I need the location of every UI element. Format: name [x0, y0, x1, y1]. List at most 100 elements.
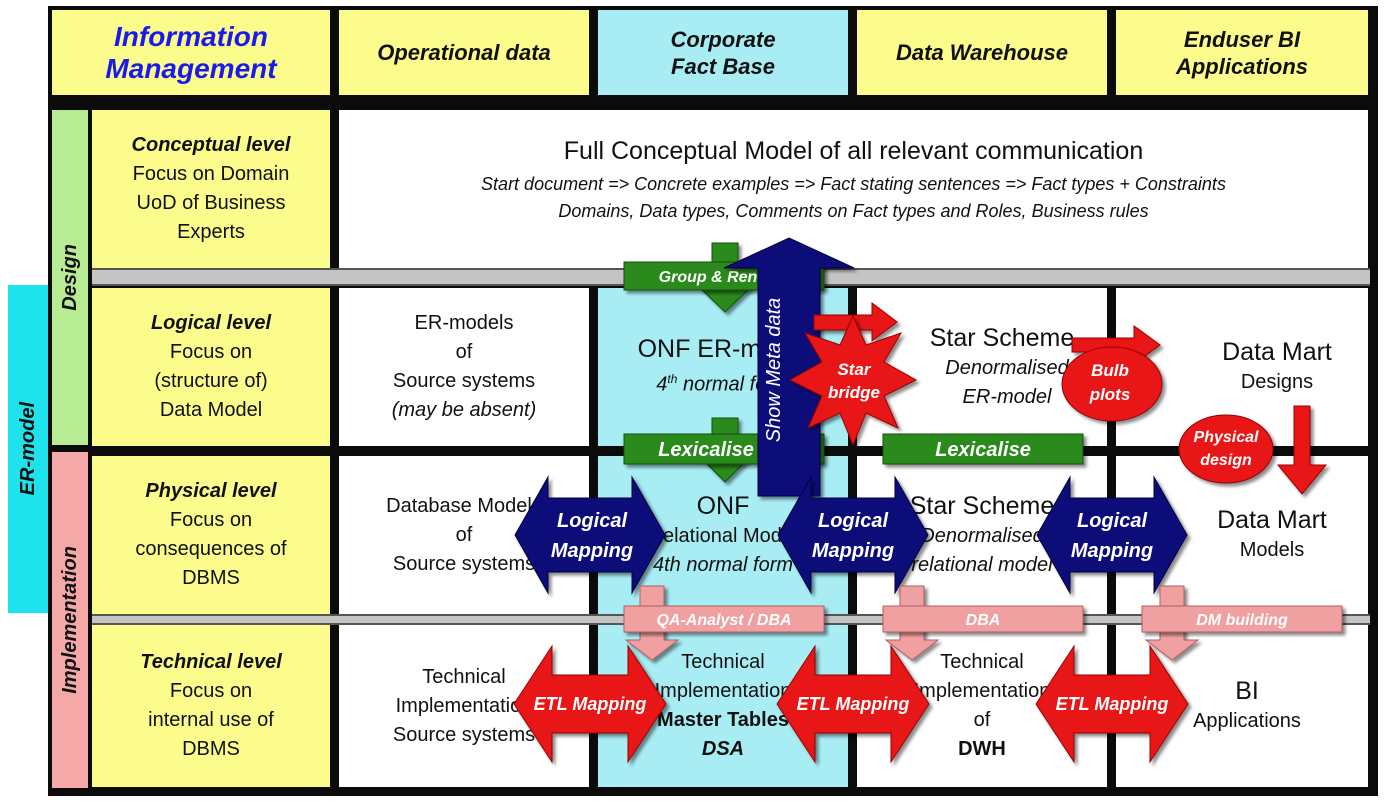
technical-warehouse-line-4: DWH [958, 738, 1006, 760]
logical-enduser-title: Data Mart [1222, 338, 1332, 366]
header-col-enduser-label: Enduser BI Applications [1175, 26, 1308, 79]
technical-level-name: Technical level [140, 651, 282, 673]
header-col-warehouse-label: Data Warehouse [896, 40, 1068, 65]
qa-dba-label: QA-Analyst / DBA [656, 612, 791, 629]
logical-warehouse-cell: Star Scheme Denormalised ER-model [857, 288, 1107, 446]
conceptual-model-title: Full Conceptual Model of all relevant co… [563, 136, 1144, 165]
conceptual-level-cell: Conceptual level Focus on Domain UoD of … [92, 110, 330, 268]
header-col-enduser: Enduser BI Applications [1116, 10, 1368, 95]
show-meta-data-label: Show Meta data [763, 298, 785, 443]
implementation-tab: Implementation [52, 452, 88, 788]
header-col-fact-base: Corporate Fact Base [598, 10, 848, 95]
logical-mapping-arrow-2 [777, 475, 929, 595]
conceptual-level-desc-1: Focus on Domain [132, 163, 290, 185]
technical-fact-base-line-2: Implementation [654, 680, 792, 702]
technical-level-desc-3: DBMS [182, 738, 240, 760]
physical-fact-base-line-3: 4th normal form [652, 553, 794, 576]
logical-level-desc-1: Focus on [169, 341, 253, 363]
physical-fact-base-line-2: Relational Model [648, 524, 798, 547]
physical-warehouse-title: Star Scheme [909, 491, 1055, 520]
technical-warehouse-line-2: Implementation [913, 680, 1051, 702]
lexicalise-label-1: Lexicalise [658, 439, 754, 461]
logical-mapping-2-line-1: Logical [818, 510, 888, 532]
dm-building-label: DM building [1196, 612, 1288, 629]
conceptual-model-line-1: Start document => Concrete examples => F… [481, 173, 1226, 194]
etl-mapping-arrow-2 [776, 644, 930, 764]
physical-enduser-line-2: Models [1239, 539, 1305, 561]
logical-mapping-3-line-2: Mapping [1071, 540, 1153, 562]
technical-warehouse-line-3: of [973, 709, 991, 731]
header-col-warehouse: Data Warehouse [857, 10, 1107, 95]
logical-level-desc-3: Data Model [159, 399, 263, 421]
technical-operational-line-2: Implementation [395, 694, 533, 717]
show-meta-data-arrow [723, 237, 855, 497]
bulb-plots-label-1: Bulb [1091, 361, 1129, 380]
logical-mapping-1-line-1: Logical [557, 510, 627, 532]
logical-warehouse-line-2: Denormalised [945, 356, 1069, 379]
logical-operational-line-1: ER-models [414, 312, 514, 334]
physical-design-label-1: Physical [1194, 429, 1259, 446]
header-col-fact-base-label: Corporate Fact Base [670, 26, 776, 79]
etl-mapping-arrow-3 [1035, 644, 1189, 764]
conceptual-level-name: Conceptual level [131, 134, 291, 156]
logical-level-cell: Logical level Focus on (structure of) Da… [92, 288, 330, 446]
technical-enduser-line-1: BI [1235, 677, 1259, 705]
bulb-plots-shape [1061, 346, 1163, 422]
logical-mapping-arrow-1 [514, 475, 666, 595]
physical-operational-line-3: Source systems [392, 552, 536, 575]
dm-building-bar [1141, 605, 1343, 633]
technical-level-desc-1: Focus on [169, 680, 253, 702]
technical-operational-line-1: Technical [422, 665, 506, 688]
header-col-operational: Operational data [339, 10, 589, 95]
physical-fact-base-title: ONF [696, 491, 750, 520]
technical-fact-base-line-4: DSA [701, 738, 745, 760]
conceptual-model-line-2: Domains, Data types, Comments on Fact ty… [558, 200, 1149, 221]
logical-mapping-3-line-1: Logical [1077, 510, 1147, 532]
etl-mapping-2-label: ETL Mapping [797, 694, 910, 714]
star-bridge-label-1: Star [837, 360, 871, 379]
technical-enduser-line-2: Applications [1193, 710, 1301, 732]
group-rename-label: Group & Rename [659, 269, 790, 286]
logical-enduser-line-2: Designs [1240, 371, 1314, 393]
physical-level-cell: Physical level Focus on consequences of … [92, 456, 330, 614]
physical-level-desc-1: Focus on [169, 509, 253, 531]
conceptual-level-desc-3: Experts [177, 221, 245, 243]
logical-operational-line-3: Source systems [392, 370, 536, 392]
conceptual-level-desc-2: UoD of Business [136, 192, 286, 214]
header-col-operational-label: Operational data [377, 40, 551, 65]
logical-warehouse-title: Star Scheme [929, 323, 1075, 352]
logical-level-name: Logical level [150, 312, 272, 334]
physical-design-label-2: design [1200, 452, 1252, 469]
technical-fact-base-line-3: Master Tables [657, 709, 789, 731]
physical-operational-line-2: of [455, 523, 473, 546]
star-bridge-label-2: bridge [828, 383, 880, 402]
lexicalise-bar-2 [882, 433, 1084, 465]
physical-operational-line-1: Database Models [386, 494, 542, 517]
technical-level-cell: Technical level Focus on internal use of… [92, 625, 330, 787]
physical-design-arrow [1276, 405, 1328, 495]
bulb-plots-label-2: plots [1089, 385, 1131, 404]
logical-mapping-arrow-3 [1036, 475, 1188, 595]
logical-operational-line-4: (may be absent) [391, 399, 537, 421]
logical-operational-line-2: of [455, 341, 473, 363]
physical-level-name: Physical level [145, 480, 277, 502]
logical-mapping-1-line-2: Mapping [551, 540, 633, 562]
physical-warehouse-line-3: relational model [911, 553, 1053, 576]
logical-fact-base-sub-sup: th [667, 372, 678, 387]
technical-level-desc-2: internal use of [148, 709, 274, 731]
logical-operational-cell: ER-models of Source systems (may be abse… [339, 288, 589, 446]
physical-warehouse-line-2: Denormalised [920, 524, 1044, 547]
logical-warehouse-line-3: ER-model [962, 385, 1052, 408]
etl-mapping-1-label: ETL Mapping [534, 694, 647, 714]
conceptual-model-cell: Full Conceptual Model of all relevant co… [339, 110, 1368, 268]
etl-mapping-3-label: ETL Mapping [1056, 694, 1169, 714]
logical-level-desc-2: (structure of) [154, 370, 268, 392]
physical-level-desc-2: consequences of [135, 538, 287, 560]
star-bridge-shape [788, 314, 918, 447]
design-tab: Design [52, 110, 88, 445]
logical-mapping-2-line-2: Mapping [812, 540, 894, 562]
header-corner-title: Information Management [105, 20, 277, 84]
physical-enduser-title: Data Mart [1217, 506, 1327, 534]
dba-label: DBA [966, 612, 1001, 629]
